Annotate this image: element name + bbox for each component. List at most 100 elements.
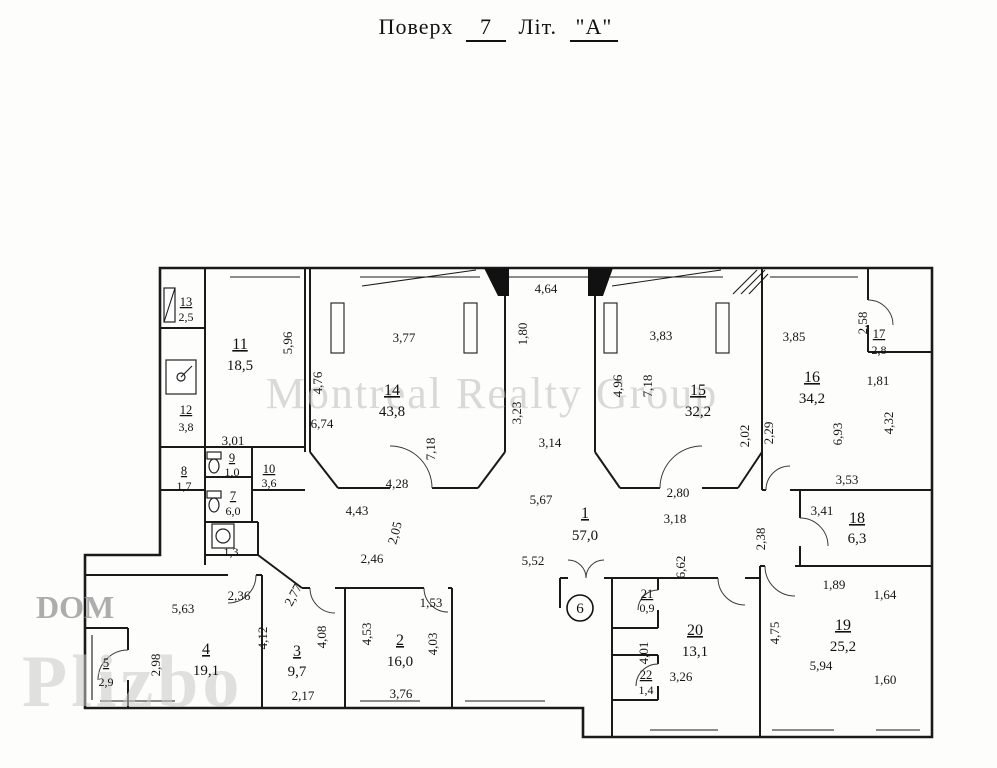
svg-text:14: 14 (384, 382, 400, 399)
room-label-5: 5 2,9 (99, 656, 114, 689)
dim-label: 1,64 (874, 587, 897, 602)
svg-text:11: 11 (232, 336, 247, 353)
room-label-9: 9 1,0 (225, 451, 240, 479)
dim-label: 3,77 (393, 330, 416, 345)
svg-text:15: 15 (690, 382, 706, 399)
svg-text:2,8: 2,8 (872, 343, 887, 357)
plan-title: Поверх 7 Літ. "А" (0, 14, 997, 42)
svg-text:20: 20 (687, 622, 703, 639)
dim-label: 4,76 (310, 371, 325, 394)
dim-label: 2,38 (753, 528, 768, 551)
dim-label: 3,14 (539, 435, 562, 450)
svg-text:8: 8 (181, 464, 187, 478)
svg-text:1,0: 1,0 (225, 465, 240, 479)
svg-text:12: 12 (180, 403, 193, 417)
svg-text:21: 21 (641, 587, 654, 601)
room-label-12: 12 3,8 (179, 403, 194, 434)
svg-text:10: 10 (263, 462, 276, 476)
toilet-icon (206, 451, 222, 474)
svg-text:6,3: 6,3 (848, 531, 867, 547)
dim-label: 5,67 (530, 492, 553, 507)
room-label-15: 15 32,2 (685, 382, 711, 420)
dim-label: 3,18 (664, 511, 687, 526)
svg-text:17: 17 (873, 327, 886, 341)
svg-text:19: 19 (835, 617, 851, 634)
svg-text:9,7: 9,7 (288, 664, 307, 680)
svg-text:18,5: 18,5 (227, 358, 253, 374)
dim-label: 4,75 (767, 622, 782, 645)
svg-text:6,0: 6,0 (226, 504, 241, 518)
dim-label: 5,63 (172, 601, 195, 616)
title-floor-number: 7 (466, 14, 507, 42)
boiler-icon (211, 523, 235, 549)
room-label-2: 2 16,0 (387, 632, 413, 670)
svg-text:43,8: 43,8 (379, 404, 405, 420)
svg-text:3,6: 3,6 (262, 476, 277, 490)
svg-text:16,0: 16,0 (387, 654, 413, 670)
svg-text:2,9: 2,9 (99, 675, 114, 689)
svg-text:19,1: 19,1 (193, 663, 219, 679)
watermark-dom: DOM (36, 589, 114, 625)
svg-text:57,0: 57,0 (572, 528, 598, 544)
dim-label: 5,96 (280, 331, 295, 354)
room-label-3: 3 9,7 (288, 643, 307, 680)
dim-label: 3,76 (390, 686, 413, 701)
room-label-1: 1 57,0 (572, 505, 598, 544)
dim-label: 4,64 (535, 281, 558, 296)
svg-text:0,9: 0,9 (640, 601, 655, 615)
room-label-19: 19 25,2 (830, 617, 856, 655)
dim-label: 4,01 (636, 642, 651, 665)
dim-label: 2,17 (292, 688, 315, 703)
structural-column (484, 268, 509, 296)
dim-label: 4,43 (346, 503, 369, 518)
svg-text:25,2: 25,2 (830, 639, 856, 655)
fixtures-layer (163, 287, 235, 549)
svg-text:22: 22 (640, 668, 653, 682)
room-label-14: 14 43,8 (379, 382, 405, 420)
dim-label: 2,98 (148, 654, 163, 677)
dim-label: 3,83 (650, 328, 673, 343)
svg-text:6: 6 (576, 601, 584, 617)
watermark-center: Montreal Realty Group (266, 369, 719, 418)
room-label-7: 7 6,0 (226, 489, 241, 518)
dim-label: 1,81 (867, 373, 890, 388)
room-label-10: 10 3,6 (262, 462, 277, 490)
svg-text:13,1: 13,1 (682, 644, 708, 660)
dim-label: 2,77 (281, 581, 305, 609)
dim-label: 4,53 (359, 623, 374, 646)
dim-label: 3,26 (670, 669, 693, 684)
dim-label: 6,93 (830, 423, 845, 446)
dim-label: 3,23 (509, 402, 524, 425)
dim-label: 4,28 (386, 476, 409, 491)
dim-label: 7,18 (640, 375, 655, 398)
dim-label: 2,05 (384, 520, 404, 546)
title-lit: Літ. (518, 14, 558, 39)
svg-text:1,4: 1,4 (639, 683, 654, 697)
svg-text:13: 13 (180, 295, 193, 309)
svg-text:2: 2 (396, 632, 404, 649)
dimension-labels: 4,64 5,96 3,77 1,80 3,83 3,85 2,58 1,81 … (148, 281, 897, 703)
dim-label: 2,58 (855, 312, 870, 335)
dim-label: 2,02 (737, 425, 752, 448)
room-label-13: 13 2,5 (179, 295, 194, 324)
glazing-marks (361, 269, 769, 295)
dim-label: 4,03 (425, 633, 440, 656)
dim-label: 1,80 (515, 323, 530, 346)
room-label-4: 4 19,1 (193, 641, 219, 679)
room-label-16: 16 34,2 (799, 369, 825, 407)
svg-text:4: 4 (202, 641, 210, 658)
svg-text:1: 1 (581, 505, 589, 522)
room-label-11: 11 18,5 (227, 336, 253, 374)
duct-icon (163, 287, 176, 323)
svg-text:5: 5 (103, 656, 109, 670)
dim-label: 5,52 (522, 553, 545, 568)
dim-label: 4,08 (314, 626, 329, 649)
interior-walls (85, 268, 932, 737)
walls-layer (83, 266, 934, 739)
title-word: Поверх (378, 14, 454, 39)
svg-text:32,2: 32,2 (685, 404, 711, 420)
dim-label: 4,96 (610, 374, 625, 397)
svg-text:3,8: 3,8 (179, 420, 194, 434)
dim-label: 3,41 (811, 503, 834, 518)
